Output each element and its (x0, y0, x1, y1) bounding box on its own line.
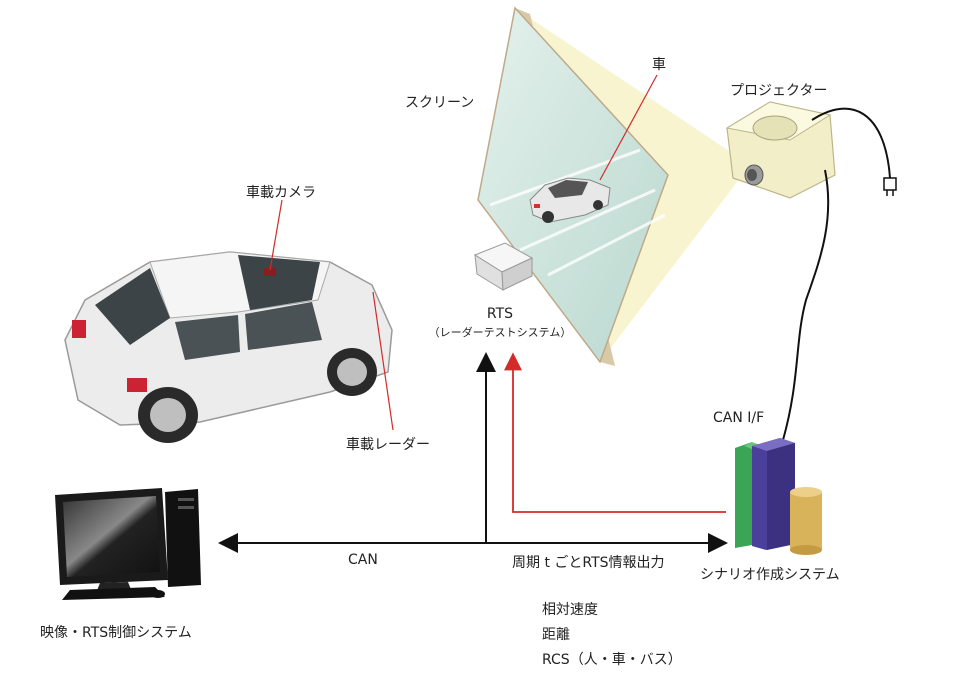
projector-cable (811, 107, 891, 179)
vehicle-radar-label: 車載レーダー (346, 437, 430, 453)
info-item-rcs: RCS（人・車・バス） (542, 652, 682, 668)
vehicle-icon (64, 251, 393, 443)
rts-info-arrow (504, 352, 726, 513)
can-if-device-icon (735, 438, 822, 555)
camera-pointer-line (269, 199, 283, 271)
projector-to-canif-cable (782, 169, 830, 441)
can-if-label: CAN I/F (713, 410, 765, 426)
projector-icon (725, 101, 836, 199)
vehicle-camera-label: 車載カメラ (246, 185, 316, 201)
projector-label: プロジェクター (730, 83, 828, 99)
screen-car-icon (529, 177, 611, 223)
scenario-system-label: シナリオ作成システム (700, 567, 840, 583)
car-pointer-line (599, 74, 658, 181)
rts-full-label: （レーダーテストシステム） (428, 326, 572, 339)
screen-label: スクリーン (405, 95, 475, 111)
rts-label: RTS (486, 306, 514, 322)
radar-pointer-line (372, 291, 394, 431)
control-system-label: 映像・RTS制御システム (40, 625, 192, 641)
rts-device-icon (473, 242, 534, 291)
info-item-distance: 距離 (542, 627, 570, 643)
can-label: CAN (348, 552, 378, 568)
power-plug-icon (883, 177, 897, 196)
computer-icon (55, 488, 201, 600)
periodic-output-label: 周期 t ごとRTS情報出力 (512, 555, 665, 571)
car-label: 車 (652, 57, 666, 73)
info-item-relative-speed: 相対速度 (542, 602, 598, 618)
